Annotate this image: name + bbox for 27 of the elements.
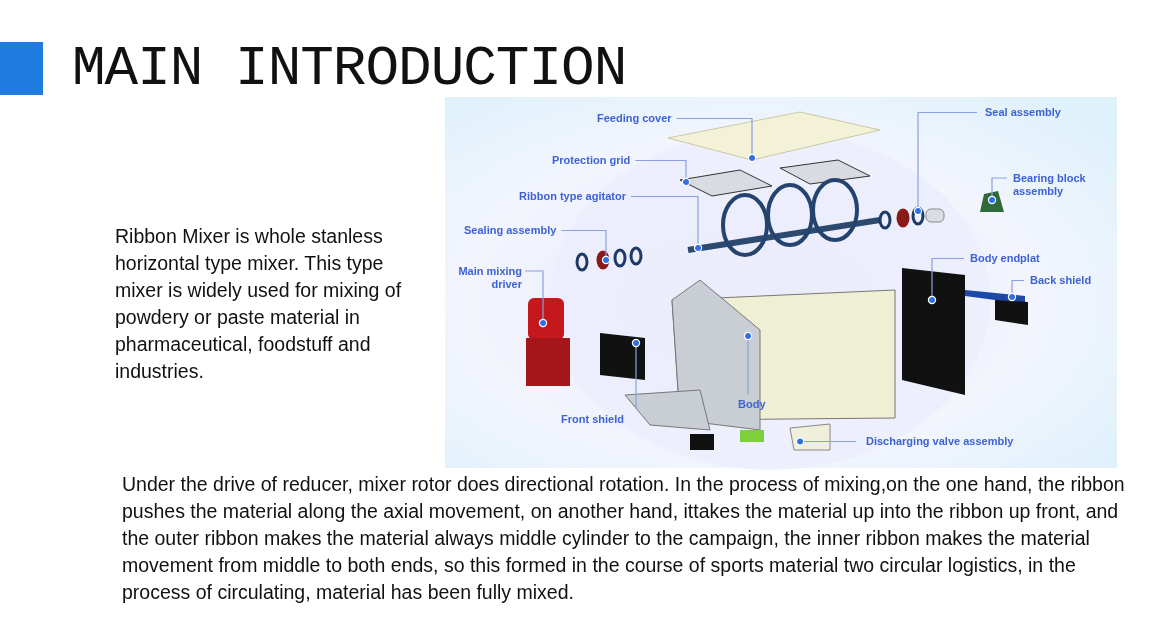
part-label: Back shield bbox=[1030, 274, 1092, 287]
description-paragraph: Under the drive of reducer, mixer rotor does directional rotation. In the process of mixing,on the one hand, the ribbon pushes the material along the axial movement, on another hand, ittakes the material up into the ribbon up front, and the outer ribbon makes the material always middle cylinder to the campaign, the inner ribbon makes the material movement from middle to both ends, so this formed in the course of sports material two circular logistics, in the process of circulating, material has been fully mixed. bbox=[122, 472, 1126, 605]
part-label: Sealing assembly bbox=[464, 224, 557, 237]
part-label: Discharging valve assembly bbox=[866, 435, 1014, 448]
leader-line bbox=[634, 159, 691, 187]
part-label: Protection grid bbox=[552, 154, 631, 167]
part-label: Bearing block assembly bbox=[1013, 172, 1103, 198]
leader-line bbox=[913, 111, 978, 216]
part-label: Main mixing driver bbox=[452, 265, 522, 291]
part-label: Seal assembly bbox=[985, 106, 1061, 119]
leader-line bbox=[560, 229, 611, 265]
part-label: Ribbon type agitator bbox=[519, 190, 626, 203]
leader-line bbox=[524, 270, 548, 328]
intro-paragraph: Ribbon Mixer is whole stanless horizontal type mixer. This type mixer is widely used for mixing of powdery or paste material in pharmaceutical, foodstuff and industries. bbox=[115, 224, 403, 384]
part-label: Body bbox=[738, 398, 766, 411]
leader-line bbox=[676, 117, 757, 163]
leader-line bbox=[631, 338, 641, 410]
leader-line bbox=[1007, 279, 1025, 302]
leader-line bbox=[630, 195, 703, 253]
leader-line bbox=[795, 437, 857, 446]
slide-title: MAIN INTRODUCTION bbox=[72, 38, 627, 100]
part-label: Body endplat bbox=[970, 252, 1040, 265]
part-label: Front shield bbox=[561, 413, 624, 426]
leader-line bbox=[743, 331, 753, 395]
leader-line bbox=[987, 177, 1008, 205]
part-label: Feeding cover bbox=[597, 112, 672, 125]
leader-line bbox=[927, 257, 965, 305]
